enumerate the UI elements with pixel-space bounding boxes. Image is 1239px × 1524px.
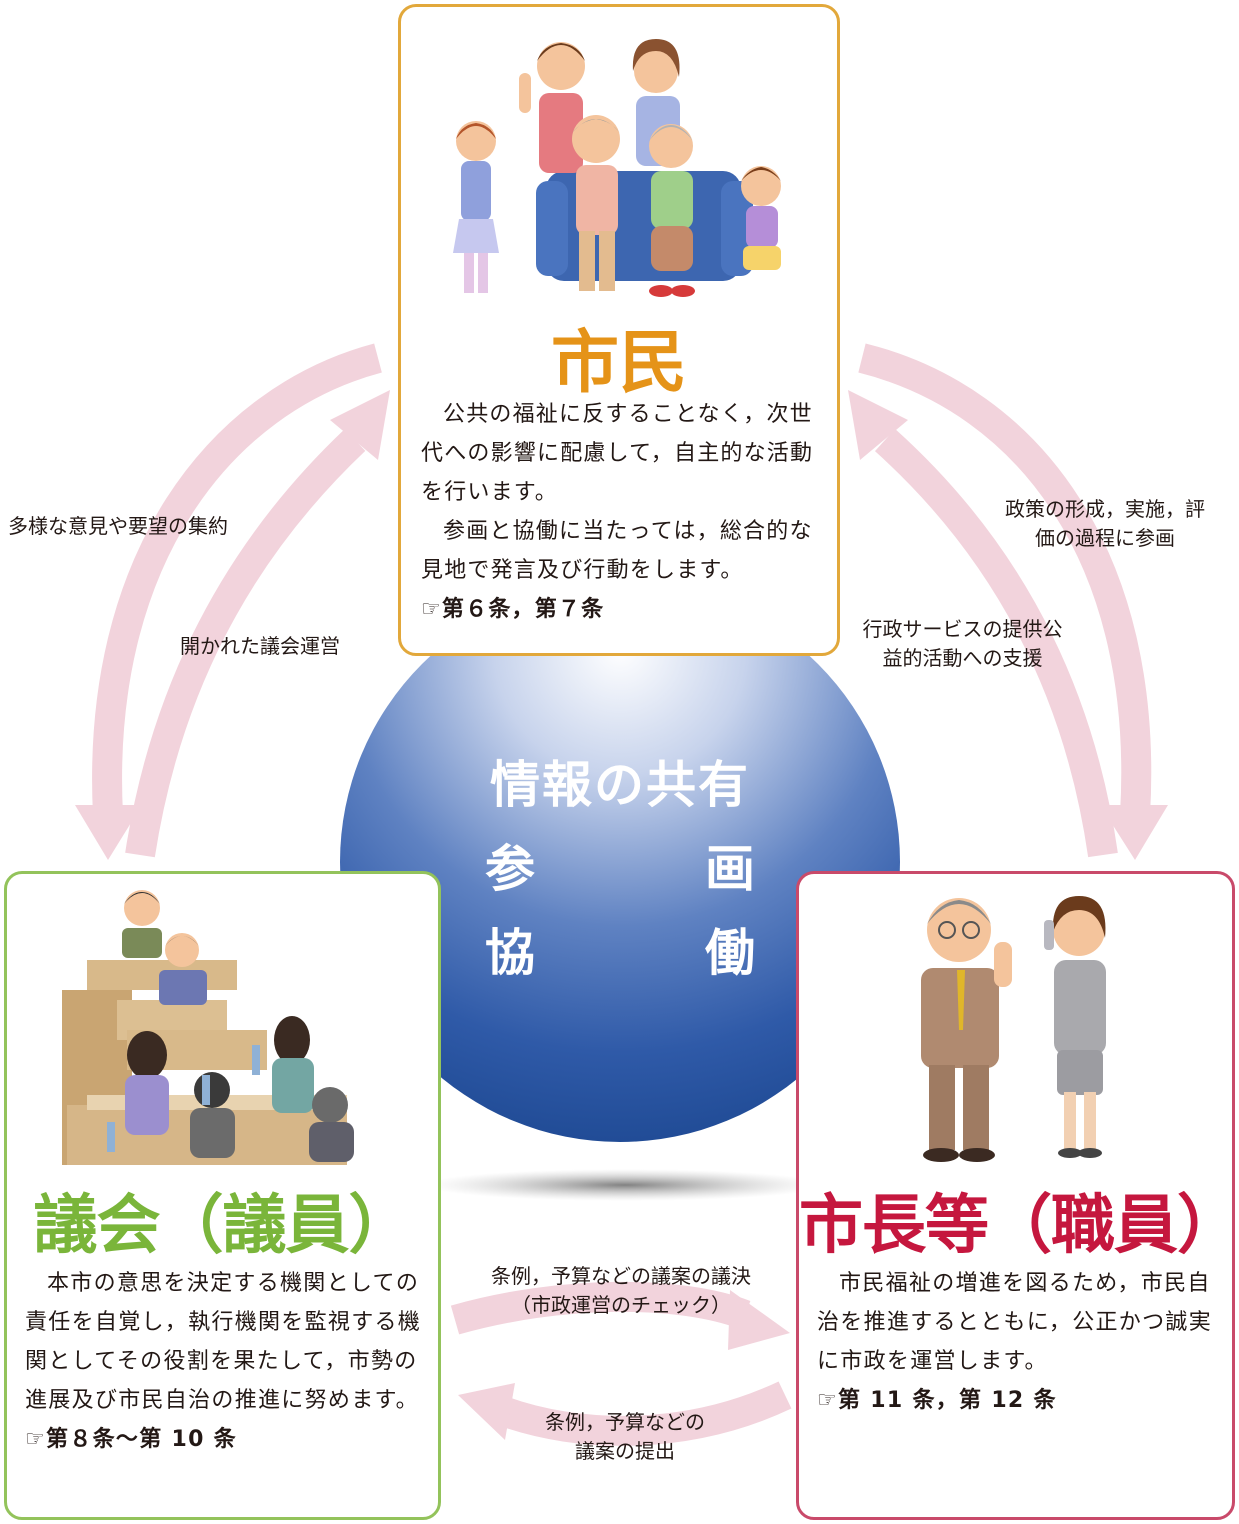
label-citizen-to-mayor: 政策の形成，実施，評価の過程に参画 — [1005, 497, 1205, 550]
mayor-description: 市民福祉の増進を図るため，市民自治を推進するとともに，公正かつ誠実に市政を運営し… — [817, 1264, 1222, 1420]
mayor-heading: 市長等（職員） — [799, 1189, 1239, 1263]
arrow-council-to-mayor — [450, 1281, 751, 1335]
arrow-head-citizen-left — [330, 390, 390, 460]
label-mayor-to-citizen: 行政サービスの提供公益的活動への支援 — [862, 617, 1063, 670]
family-illustration — [453, 39, 781, 297]
citizen-heading: 市民 — [550, 324, 687, 403]
arrow-mayor-to-council — [494, 1381, 792, 1446]
council-heading: 議会（議員） — [33, 1189, 413, 1263]
arrow-mayor-to-citizen — [874, 428, 1118, 858]
citizen-paragraph-2: 参画と協働に当たっては，総合的な見地で発言及び行動をします。 — [421, 519, 813, 583]
mayor-article-reference: ☞第 11 条，第 12 条 — [817, 1388, 1057, 1413]
mayor-paragraph-1: 市民福祉の増進を図るため，市民自治を推進するとともに，公正かつ誠実に市政を運営し… — [817, 1271, 1213, 1374]
center-sphere — [340, 582, 900, 1142]
council-paragraph-1: 本市の意思を決定する機関としての責任を自覚し，執行機関を監視する機関としてその役… — [25, 1271, 422, 1413]
center-concepts: 情報の共有 参 画 協 働 — [485, 745, 755, 997]
label-mayor-to-council: 条例，予算などの 議案の提出 — [545, 1410, 705, 1463]
concept-information-sharing: 情報の共有 — [490, 756, 750, 814]
label-citizen-to-council: 開かれた議会運営 — [180, 634, 340, 658]
arrow-head-mayor-bottom — [728, 1290, 790, 1350]
sphere-shadow — [425, 1169, 825, 1201]
label-council-to-mayor: 条例，予算などの議案の議決 （市政運営のチェック） — [491, 1264, 751, 1317]
citizen-paragraph-1: 公共の福祉に反することなく，次世代への影響に配慮して，自主的な活動を行います。 — [421, 402, 814, 505]
council-article-reference: ☞第８条〜第 10 条 — [25, 1427, 237, 1452]
concept-participation-left: 参 — [485, 840, 535, 898]
citizen-card: 市民 公共の福祉に反することなく，次世代への影響に配慮して，自主的な活動を行いま… — [398, 4, 840, 656]
arrow-head-council — [75, 805, 142, 860]
arrow-citizen-to-council — [92, 343, 382, 816]
mayor-card: 市長等（職員） 市民福祉の増進を図るため，市民自治を推進するとともに，公正かつ誠… — [796, 871, 1239, 1520]
council-description: 本市の意思を決定する機関としての責任を自覚し，執行機関を監視する機関としてその役… — [25, 1264, 430, 1459]
arrow-council-to-citizen — [125, 429, 366, 858]
arrow-head-mayor — [1100, 805, 1168, 860]
council-illustration — [62, 890, 354, 1165]
arrow-head-council-bottom — [458, 1383, 515, 1440]
label-council-to-citizen: 多様な意見や要望の集約 — [8, 514, 228, 538]
arrow-citizen-to-mayor — [858, 343, 1152, 816]
citizen-article-reference: ☞第６条，第７条 — [421, 597, 605, 622]
concept-collaboration-left: 協 — [485, 924, 535, 982]
citizen-description: 公共の福祉に反することなく，次世代への影響に配慮して，自主的な活動を行います。 … — [421, 395, 826, 629]
concept-collaboration-right: 働 — [705, 924, 755, 982]
concept-participation-right: 画 — [705, 840, 755, 898]
mayor-staff-illustration — [921, 896, 1106, 1162]
council-card: 議会（議員） 本市の意思を決定する機関としての責任を自覚し，執行機関を監視する機… — [4, 871, 441, 1520]
arrow-head-citizen-right — [848, 390, 908, 460]
